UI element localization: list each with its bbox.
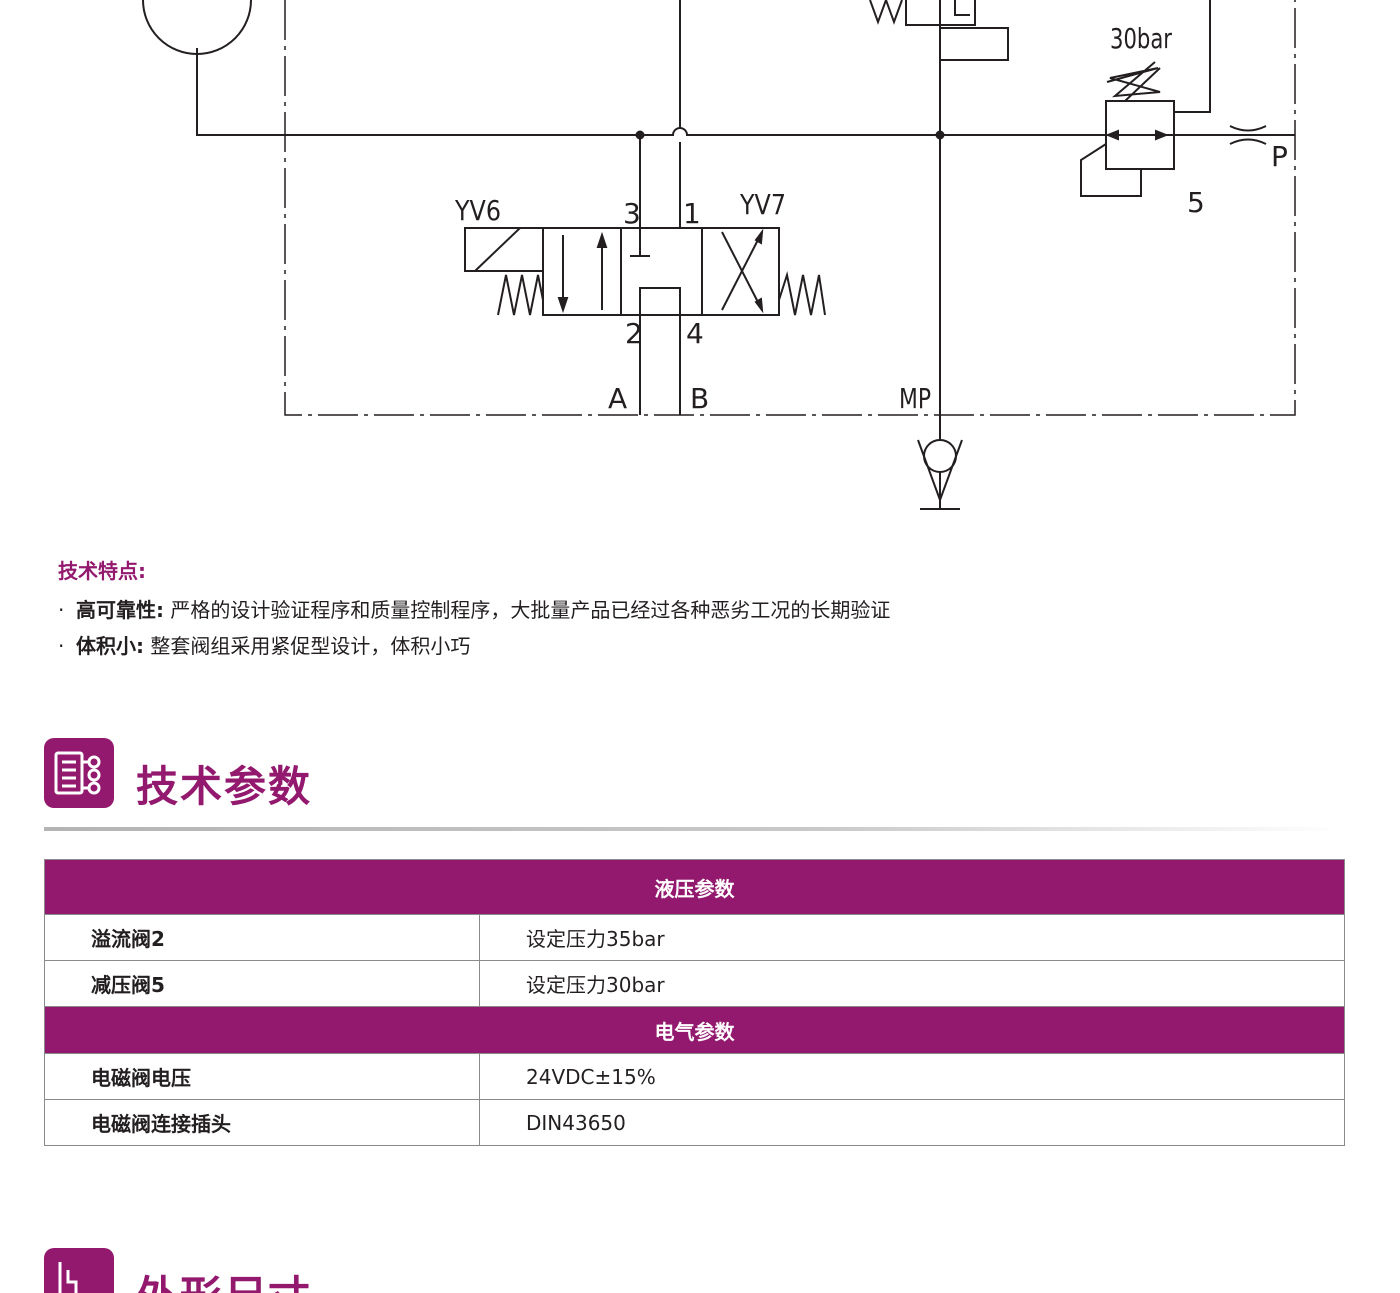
directional-valve-body: [542, 227, 780, 316]
label-port-p: P: [1271, 140, 1288, 173]
parameters-table: 液压参数 溢流阀2 设定压力35bar 减压阀5 设定压力30bar 电气参数 …: [44, 859, 1345, 1146]
label-port-mp: MP: [899, 382, 931, 415]
label-port-3: 3: [623, 197, 641, 230]
feature-title: 体积小:: [76, 634, 144, 658]
label-30bar: 30bar: [1110, 22, 1172, 55]
manifold-dashed-outline: [284, 0, 1296, 416]
feature-item-reliability: · 高可靠性: 严格的设计验证程序和质量控制程序，大批量产品已经过各种恶劣工况的长…: [58, 592, 1058, 628]
bullet: ·: [58, 598, 65, 622]
feature-item-compact: · 体积小: 整套阀组采用紧促型设计，体积小巧: [58, 628, 1058, 664]
label-port-1: 1: [683, 197, 701, 230]
table-row: 电磁阀电压 24VDC±15%: [44, 1053, 1345, 1100]
param-key: 溢流阀2: [44, 914, 480, 961]
label-port-b: B: [690, 382, 709, 415]
list-gear-icon: [44, 738, 114, 808]
param-key: 电磁阀电压: [44, 1053, 480, 1100]
hydraulic-header: 液压参数: [44, 859, 1345, 915]
param-key: 电磁阀连接插头: [44, 1099, 480, 1146]
tech-params-title: 技术参数: [136, 762, 313, 811]
table-row: 溢流阀2 设定压力35bar: [44, 914, 1345, 961]
label-port-a: A: [608, 382, 627, 415]
label-port-2: 2: [625, 317, 643, 350]
dimension-icon: [44, 1248, 114, 1293]
electrical-header: 电气参数: [44, 1006, 1345, 1054]
feature-text: 整套阀组采用紧促型设计，体积小巧: [144, 634, 471, 658]
label-port-4: 4: [686, 317, 704, 350]
hydraulic-schematic: 30bar P 5 YV6 YV7 3 1 2 4 A B MP: [142, 0, 1296, 510]
features-heading: 技术特点:: [58, 559, 146, 583]
label-yv6: YV6: [454, 194, 501, 227]
table-row: 电磁阀连接插头 DIN43650: [44, 1099, 1345, 1146]
label-valve-5: 5: [1187, 186, 1205, 219]
dimensions-title: 外形尺寸: [136, 1272, 312, 1293]
param-value: 设定压力30bar: [479, 960, 1345, 1007]
param-value: 设定压力35bar: [479, 914, 1345, 961]
table-header-row: 电气参数: [44, 1006, 1345, 1054]
section-divider: [44, 827, 1344, 831]
label-yv7: YV7: [739, 188, 786, 221]
param-value: DIN43650: [479, 1099, 1345, 1146]
feature-text: 严格的设计验证程序和质量控制程序，大批量产品已经过各种恶劣工况的长期验证: [164, 598, 891, 622]
param-value: 24VDC±15%: [479, 1053, 1345, 1100]
table-row: 减压阀5 设定压力30bar: [44, 960, 1345, 1007]
feature-title: 高可靠性:: [76, 598, 164, 622]
param-key: 减压阀5: [44, 960, 480, 1007]
table-header-row: 液压参数: [44, 859, 1345, 915]
solenoid-yv6: [464, 227, 544, 272]
orifice-symbol: [1229, 125, 1267, 145]
dimensions-section-partial: 外形尺寸: [0, 1240, 1400, 1293]
technical-features: 技术特点: · 高可靠性: 严格的设计验证程序和质量控制程序，大批量产品已经过各种…: [58, 556, 1058, 664]
bullet: ·: [58, 634, 65, 658]
accumulator-symbol: [142, 0, 252, 55]
